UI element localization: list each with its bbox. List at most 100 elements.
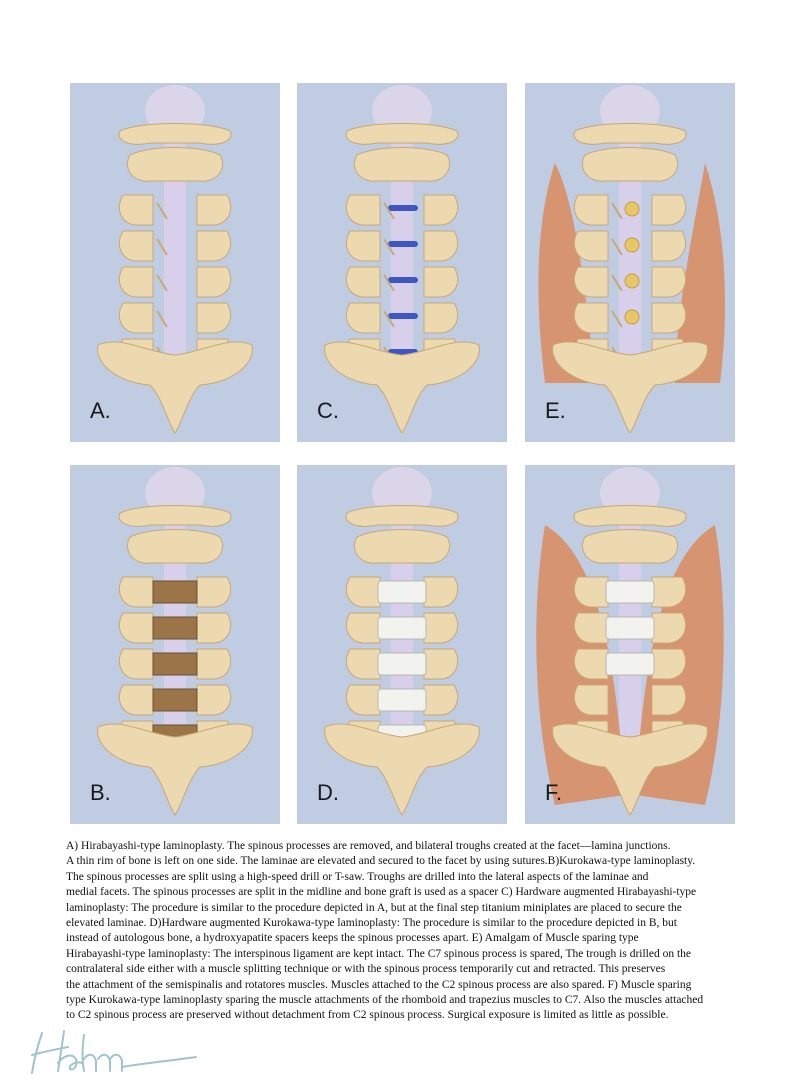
lamina-left (346, 194, 381, 226)
panel-label-e: E. (545, 398, 566, 423)
panel-c: C. (297, 83, 507, 442)
lamina-right (651, 302, 686, 334)
lamina-left (346, 576, 381, 608)
lamina-left (119, 266, 154, 298)
lamina-right (196, 684, 231, 716)
lamina-right (196, 648, 231, 680)
lamina-left (574, 194, 609, 226)
suture-anchor (624, 309, 640, 325)
titanium-miniplate (388, 313, 418, 319)
hydroxyapatite-spacer (377, 580, 427, 604)
caption-line: A thin rim of bone is left on one side. … (66, 855, 696, 868)
lamina-right (196, 230, 231, 262)
caption-line: Hirabayashi-type laminoplasty: The inter… (66, 947, 692, 960)
panel-b: B. (70, 465, 280, 824)
lamina-left (574, 684, 609, 716)
panel-label-a: A. (90, 398, 111, 423)
lamina-right (651, 684, 686, 716)
lamina-right (651, 576, 686, 608)
lamina-left (574, 612, 609, 644)
suture-anchor (624, 237, 640, 253)
caption-line: A) Hirabayashi-type laminoplasty. The sp… (66, 840, 671, 852)
lamina-left (346, 648, 381, 680)
hydroxyapatite-spacer (377, 652, 427, 676)
panel-f: F. (525, 465, 735, 824)
elevated-lamina-edge (156, 274, 168, 292)
lamina-right (651, 194, 686, 226)
hydroxyapatite-spacer (605, 616, 655, 640)
elevated-lamina-edge (383, 238, 395, 256)
bone-graft-spacer (152, 616, 198, 640)
titanium-miniplate (388, 241, 418, 247)
lamina-right (196, 576, 231, 608)
caption-line: medial facets. The spinous processes are… (66, 886, 697, 899)
lamina-left (346, 266, 381, 298)
muscle-right (675, 163, 725, 383)
panel-d: D. (297, 465, 507, 824)
lamina-right (651, 648, 686, 680)
t1-vertebra (324, 341, 480, 434)
spinal-cord (164, 138, 186, 358)
lamina-left (574, 576, 609, 608)
caption-line: laminoplasty: The procedure is similar t… (66, 901, 682, 914)
elevated-lamina-edge (611, 238, 623, 256)
caption-line: type Kurokawa-type laminoplasty sparing … (66, 994, 704, 1007)
axis-vertebra (127, 147, 223, 182)
hydroxyapatite-spacer (377, 688, 427, 712)
lamina-right (423, 648, 458, 680)
bone-graft-spacer (152, 580, 198, 604)
spine-illustration-d (324, 467, 480, 816)
suture-anchor (624, 273, 640, 289)
spine-illustration-f (536, 467, 724, 816)
lamina-left (119, 576, 154, 608)
lamina-right (423, 684, 458, 716)
caption-line: to C2 spinous process are preserved with… (66, 1009, 669, 1022)
lamina-right (651, 230, 686, 262)
elevated-lamina-edge (611, 310, 623, 328)
titanium-miniplate (388, 205, 418, 211)
caption-line: contralateral side either with a muscle … (66, 963, 666, 976)
elevated-lamina-edge (383, 202, 395, 220)
lamina-left (346, 684, 381, 716)
hydroxyapatite-spacer (605, 652, 655, 676)
atlas-vertebra (573, 123, 687, 145)
titanium-miniplate (388, 277, 418, 283)
atlas-vertebra (345, 505, 459, 527)
elevated-lamina-edge (156, 310, 168, 328)
axis-vertebra (582, 529, 678, 564)
caption-line: the attachment of the semispinalis and r… (66, 978, 692, 991)
lamina-right (196, 302, 231, 334)
lamina-right (651, 612, 686, 644)
lamina-left (574, 302, 609, 334)
lamina-left (574, 266, 609, 298)
lamina-right (423, 266, 458, 298)
lamina-right (423, 230, 458, 262)
lamina-right (423, 612, 458, 644)
elevated-lamina-edge (383, 310, 395, 328)
caption-line: The spinous processes are split using a … (66, 870, 649, 883)
bone-graft-spacer (152, 688, 198, 712)
lamina-right (651, 266, 686, 298)
spine-illustration-c (324, 85, 480, 434)
panel-e: E. (525, 83, 735, 442)
lamina-left (346, 302, 381, 334)
elevated-lamina-edge (156, 238, 168, 256)
t1-vertebra (97, 341, 253, 434)
panel-a: A. (70, 83, 280, 442)
lamina-left (574, 230, 609, 262)
spinal-cord (391, 138, 413, 358)
lamina-left (346, 612, 381, 644)
lamina-left (119, 684, 154, 716)
lamina-left (119, 612, 154, 644)
panel-label-c: C. (317, 398, 339, 423)
atlas-vertebra (118, 123, 232, 145)
suture-anchor (624, 201, 640, 217)
panel-label-d: D. (317, 780, 339, 805)
hydroxyapatite-spacer (377, 616, 427, 640)
lamina-left (119, 230, 154, 262)
spine-illustration-a (97, 85, 253, 434)
atlas-vertebra (573, 505, 687, 527)
t1-vertebra (324, 723, 480, 816)
figure-caption: A) Hirabayashi-type laminoplasty. The sp… (66, 839, 746, 1024)
spine-illustration-e (538, 85, 725, 434)
